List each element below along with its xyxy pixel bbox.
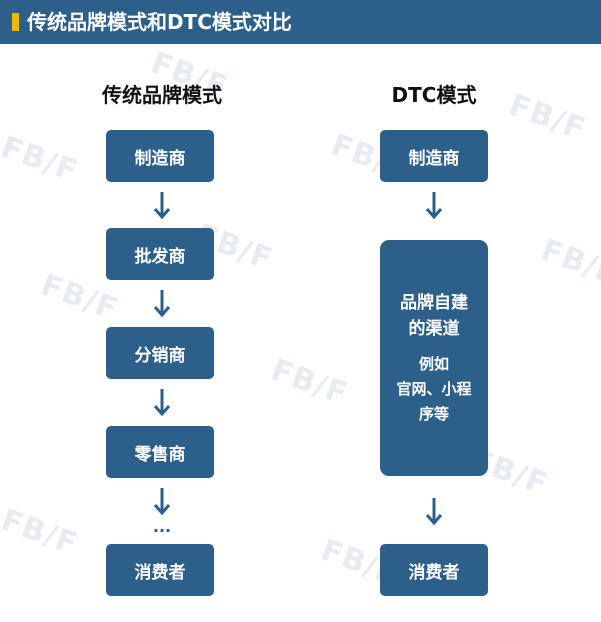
traditional-step-retailer: 零售商: [106, 426, 214, 478]
page-title: 传统品牌模式和DTC模式对比: [27, 10, 292, 34]
header-bar: 传统品牌模式和DTC模式对比: [0, 0, 601, 44]
dtc-step-manufacturer: 制造商: [380, 130, 488, 182]
arrow-down-icon: [425, 498, 443, 526]
arrow-down-icon: [153, 488, 171, 516]
dtc-brand-channel-box: 品牌自建的渠道 例如 官网、小程序等: [380, 240, 488, 476]
watermark: FB/F: [536, 232, 601, 293]
watermark: FB/F: [504, 87, 591, 148]
traditional-column-title: 传统品牌模式: [102, 83, 222, 107]
ellipsis: ...: [152, 517, 172, 536]
traditional-step-distributor: 分销商: [106, 327, 214, 379]
header-accent-mark: [12, 13, 19, 31]
dtc-column-title: DTC模式: [391, 83, 477, 107]
arrow-down-icon: [153, 192, 171, 220]
traditional-step-manufacturer: 制造商: [106, 130, 214, 182]
traditional-step-wholesaler: 批发商: [106, 228, 214, 280]
dtc-step-consumer: 消费者: [380, 544, 488, 596]
dtc-channel-example-label: 例如: [418, 354, 449, 373]
watermark: FB/F: [266, 352, 353, 413]
dtc-channel-examples: 官网、小程序等: [396, 379, 472, 423]
watermark: FB/F: [0, 129, 83, 190]
watermark: FB/F: [0, 502, 83, 563]
traditional-step-consumer: 消费者: [106, 544, 214, 596]
dtc-channel-title: 品牌自建的渠道: [400, 292, 468, 339]
arrow-down-icon: [425, 192, 443, 220]
arrow-down-icon: [153, 290, 171, 318]
arrow-down-icon: [153, 389, 171, 417]
